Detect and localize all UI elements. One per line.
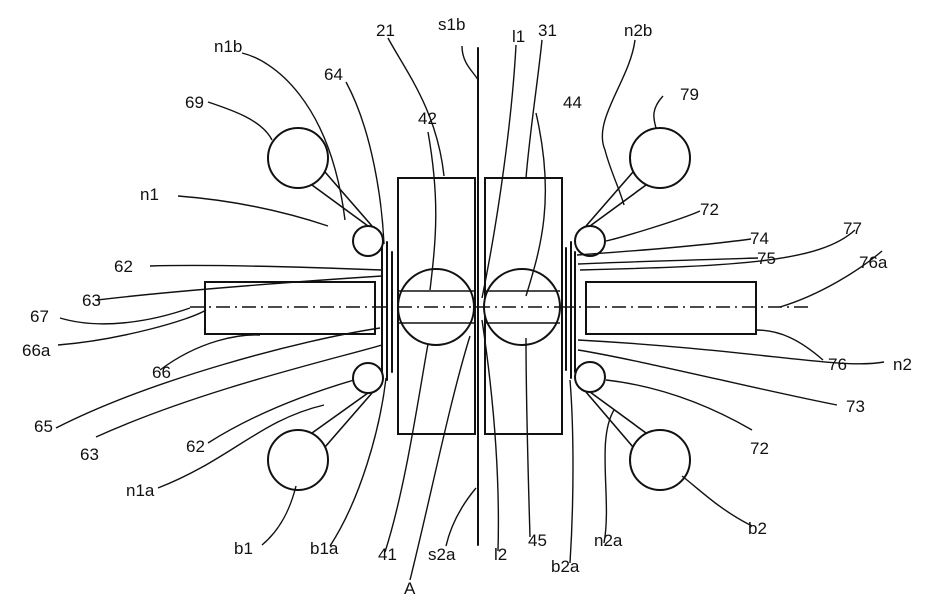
roll-b1 [268,430,328,490]
label-45: 45 [528,531,547,550]
label-44: 44 [563,93,582,112]
label-66a: 66a [22,341,51,360]
rod-66 [205,282,375,334]
label-72-top: 72 [700,200,719,219]
label-b2: b2 [748,519,767,538]
label-73: 73 [846,397,865,416]
label-76a: 76a [859,253,888,272]
label-76: 76 [828,355,847,374]
label-63-top: 63 [82,291,101,310]
label-b1: b1 [234,539,253,558]
roll-79 [630,128,690,188]
label-n2a: n2a [594,531,623,550]
label-63-bottom: 63 [80,445,99,464]
label-31: 31 [538,21,557,40]
web-n2a [590,392,646,433]
label-n1a: n1a [126,481,155,500]
label-s2a: s2a [428,545,456,564]
label-l2: l2 [494,545,507,564]
label-64: 64 [324,65,343,84]
label-n2b: n2b [624,21,652,40]
label-n1b: n1b [214,37,242,56]
web-n2b [590,185,646,226]
rod-76 [586,282,756,334]
label-66: 66 [152,363,171,382]
label-62-bottom: 62 [186,437,205,456]
label-n2: n2 [893,355,912,374]
guide-roller-72-top [575,226,605,256]
label-b2a: b2a [551,557,580,576]
label-21: 21 [376,21,395,40]
web-n1a [312,393,368,433]
label-s1b: s1b [438,15,465,34]
guide-roller-62-bottom [353,363,383,393]
label-69: 69 [185,93,204,112]
label-A: A [404,579,416,598]
label-79: 79 [680,85,699,104]
label-72-bottom: 72 [750,439,769,458]
label-65: 65 [34,417,53,436]
label-62-top: 62 [114,257,133,276]
guide-roller-62-top [353,226,383,256]
label-41: 41 [378,545,397,564]
guide-roller-72-bottom [575,362,605,392]
label-42: 42 [418,109,437,128]
label-l1: l1 [512,27,525,46]
label-67: 67 [30,307,49,326]
label-b1a: b1a [310,539,339,558]
label-n1: n1 [140,185,159,204]
roll-b2 [630,430,690,490]
web-n1a-2 [325,393,372,447]
roll-69 [268,128,328,188]
label-77: 77 [843,219,862,238]
label-74: 74 [750,229,769,248]
label-75: 75 [757,249,776,268]
